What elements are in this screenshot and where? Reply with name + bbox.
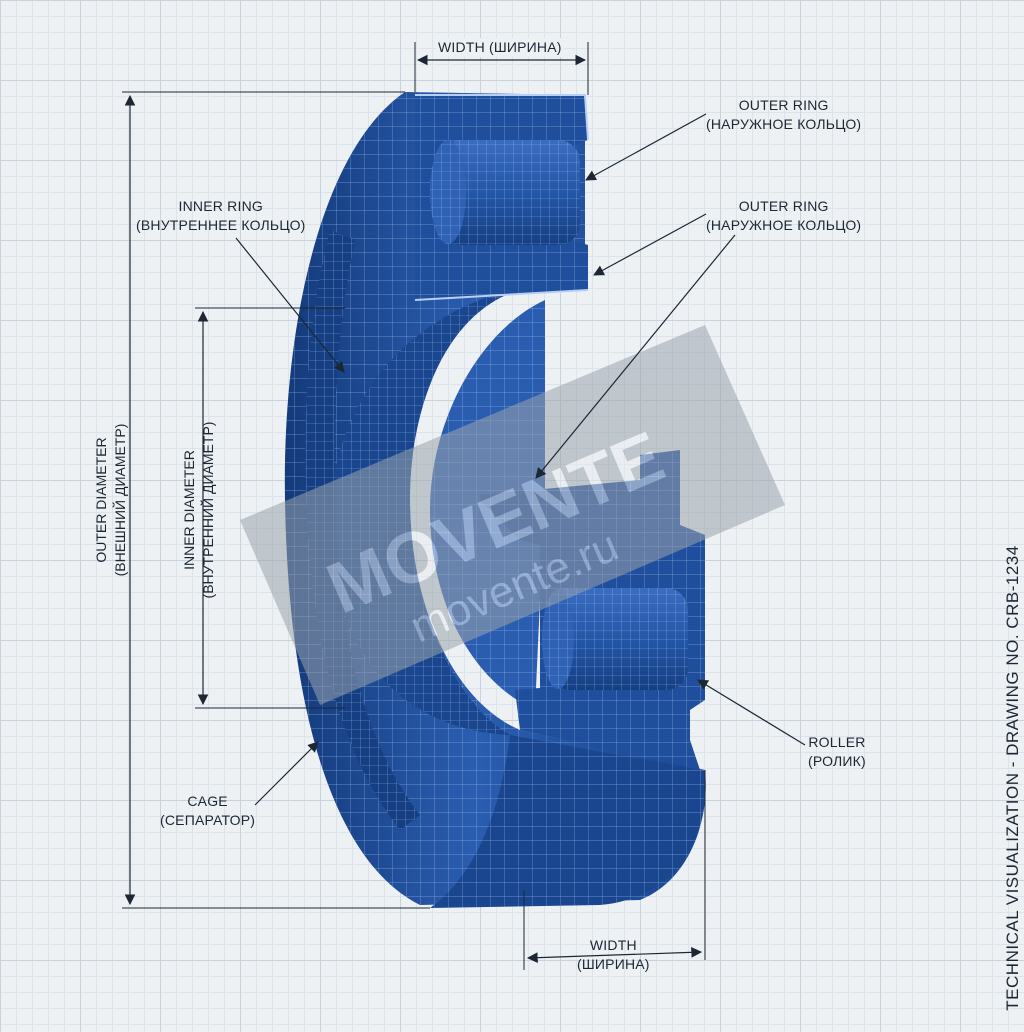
leader-roller	[697, 679, 806, 746]
outer-diameter-label: OUTER DIAMETER (ВНЕШНИЙ ДИАМЕТР)	[93, 423, 128, 577]
outer-diameter-dimension	[122, 91, 430, 909]
leader-outer-ring-1	[585, 113, 707, 181]
top-roller	[430, 140, 580, 245]
inner-diameter-dimension	[195, 307, 345, 709]
roller-label: ROLLER (РОЛИК)	[808, 734, 866, 769]
inner-diameter-label: INNER DIAMETER (ВНУТРЕННИЙ ДИАМЕТР)	[181, 421, 216, 599]
inner-ring-label: INNER RING (ВНУТРЕННЕЕ КОЛЬЦО)	[136, 198, 306, 233]
width-top-dimension	[414, 42, 589, 95]
cage-label: CAGE (СЕПАРАТОР)	[160, 793, 256, 828]
outer-ring-body	[284, 92, 706, 905]
width-bottom-label: WIDTH (ШИРИНА)	[577, 937, 650, 972]
leader-cage	[254, 741, 319, 806]
bottom-outer-face	[430, 735, 705, 908]
leader-outer-ring-2	[593, 213, 707, 276]
outer-ring-label-2: OUTER RING (НАРУЖНОЕ КОЛЬЦО)	[706, 198, 862, 233]
right-roller	[542, 588, 688, 690]
width-bottom-dimension	[523, 770, 706, 970]
watermark: MOVENTE movente.ru	[240, 325, 785, 705]
outer-ring-label-1: OUTER RING (НАРУЖНОЕ КОЛЬЦО)	[706, 97, 862, 132]
width-top-label: WIDTH (ШИРИНА)	[436, 38, 564, 57]
leader-inner-ring	[235, 237, 345, 373]
leader-lines	[235, 113, 806, 806]
drawing-title: TECHNICAL VISUALIZATION - DRAWING NO. CR…	[1003, 545, 1022, 1011]
leader-outer-ring-3	[535, 234, 736, 479]
